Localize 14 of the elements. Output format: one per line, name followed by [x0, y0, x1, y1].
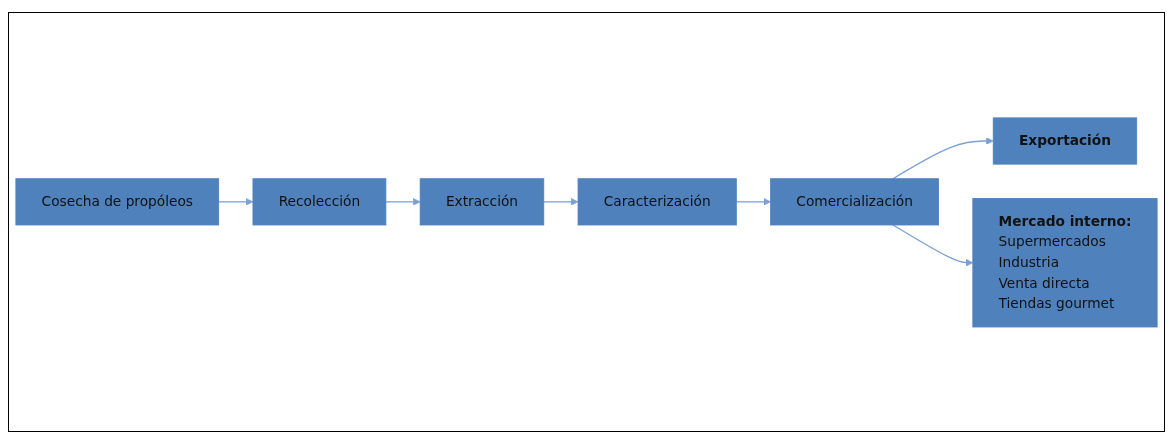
arrow: [385, 197, 421, 206]
arrow: [543, 197, 579, 206]
arrow: [892, 223, 974, 267]
diagram-frame: Cosecha de propóleos Recolección Extracción Caracterización Comercialización Exportación Mercado interno: Supermercados Industria Venta directa Tiendas gourmet: [8, 12, 1165, 432]
arrow: [892, 136, 994, 179]
arrow: [735, 197, 771, 206]
node-box: [15, 177, 220, 225]
node-box: [972, 197, 1158, 327]
node-box: [419, 177, 545, 225]
node-box: [992, 117, 1138, 165]
node-box: [252, 177, 387, 225]
node-box: [770, 177, 939, 225]
node-box: [577, 177, 737, 225]
arrow: [218, 197, 254, 206]
